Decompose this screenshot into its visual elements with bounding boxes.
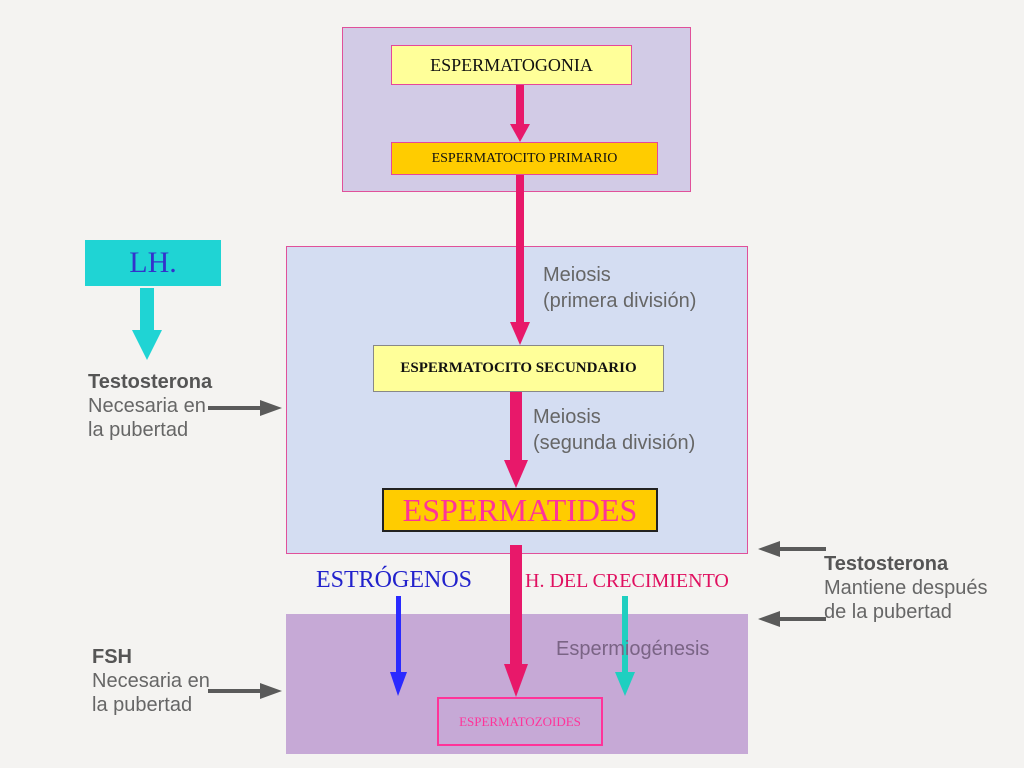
estrogenos-label: ESTRÓGENOS	[316, 567, 473, 593]
meiosis-1-line1: Meiosis	[543, 264, 611, 286]
arrow-espermatides-to-zoides	[504, 545, 528, 697]
fsh-line2: la pubertad	[92, 694, 193, 716]
meiosis-2-line2: (segunda división)	[533, 432, 696, 454]
hormona-crecimiento-label: H. DEL CRECIMIENTO	[525, 570, 729, 592]
arrow-fsh	[208, 683, 282, 699]
arrow-secundario-to-espermatides	[504, 392, 528, 488]
espermiogenesis-label: Espermiogénesis	[556, 638, 710, 660]
fsh-title: FSH	[92, 646, 132, 668]
arrow-testosterona-2-lower	[758, 611, 826, 627]
arrow-testosterona-1	[208, 400, 282, 416]
espermatocito-secundario-box: ESPERMATOCITO SECUNDARIO	[373, 345, 664, 392]
arrow-crecimiento-down	[615, 596, 635, 696]
arrow-lh-down	[132, 288, 162, 360]
fsh-note: FSH Necesaria en la pubertad	[92, 645, 210, 717]
testosterona-after-puberty-note: Testosterona Mantiene después de la pube…	[824, 552, 987, 624]
espermatozoides-box: ESPERMATOZOIDES	[437, 697, 603, 746]
testosterona-2-title: Testosterona	[824, 553, 949, 575]
testosterona-2-line2: de la pubertad	[824, 601, 952, 623]
meiosis-1-note: Meiosis (primera división)	[543, 262, 696, 314]
testosterona-1-title: Testosterona	[88, 371, 213, 393]
testosterona-puberty-note: Testosterona Necesaria en la pubertad	[88, 370, 212, 442]
meiosis-2-line1: Meiosis	[533, 406, 601, 428]
arrow-testosterona-2-upper	[758, 541, 826, 557]
testosterona-1-line1: Necesaria en	[88, 395, 206, 417]
arrow-gonia-to-primario	[510, 85, 530, 142]
espermatides-box: ESPERMATIDES	[382, 488, 658, 532]
espermatocito-primario-box: ESPERMATOCITO PRIMARIO	[391, 142, 658, 175]
meiosis-2-note: Meiosis (segunda división)	[533, 404, 695, 456]
espermatogonia-box: ESPERMATOGONIA	[391, 45, 632, 85]
arrow-primario-to-secundario	[510, 175, 530, 345]
arrow-estrogenos-down	[390, 596, 407, 696]
testosterona-2-line1: Mantiene después	[824, 577, 988, 599]
lh-box: LH.	[85, 240, 221, 286]
fsh-line1: Necesaria en	[92, 670, 210, 692]
testosterona-1-line2: la pubertad	[88, 419, 189, 441]
meiosis-1-line2: (primera división)	[543, 290, 697, 312]
